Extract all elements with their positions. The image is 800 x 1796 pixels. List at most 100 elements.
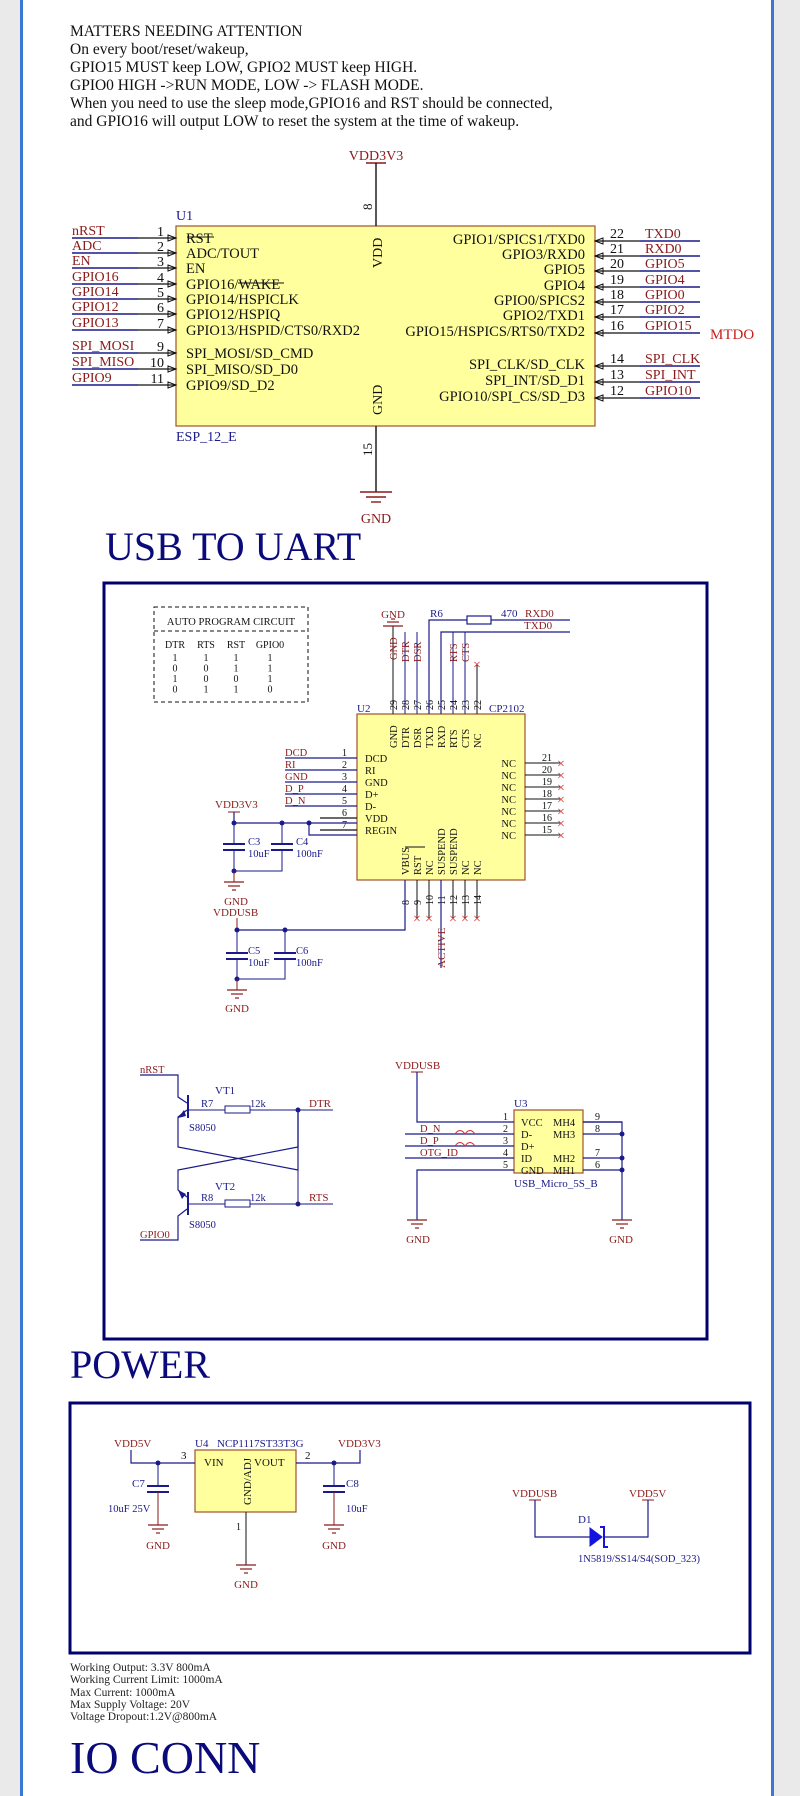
cp2102-bottom-pins: 8VBUS×9RST×10NC11SUSPEND×12SUSPEND×13NC×…: [401, 828, 484, 930]
note-line: and GPIO16 will output LOW to reset the …: [70, 113, 520, 130]
diode-cathode-net: VDD5V: [629, 1488, 666, 1500]
active-net: ACTIVE: [436, 927, 448, 968]
cp2102-bottom-pin-num: 12: [449, 895, 460, 905]
auto-program-cell: 1: [173, 653, 178, 664]
cp2102-right-pin-name: NC: [501, 807, 516, 818]
esp-left-pin-num: 4: [157, 271, 164, 286]
cp2102-top-pin-num: 28: [401, 700, 412, 710]
vt2-part: S8050: [189, 1220, 216, 1231]
esp-left-pin-name: GPIO12/HSPIQ: [186, 307, 281, 323]
capsusb-gnd: GND: [225, 1003, 249, 1015]
esp-right-pin-num: 14: [610, 352, 624, 367]
esp-part: ESP_12_E: [176, 430, 237, 445]
dtr-net: DTR: [309, 1098, 332, 1110]
cp2102-top-pin-num: 27: [413, 700, 424, 710]
r6-resistor: [466, 615, 492, 625]
usb-left-pin-name: D+: [521, 1142, 535, 1153]
c6-designator: C6: [296, 946, 308, 957]
cp2102-left-net: D_P: [285, 784, 304, 795]
esp-gnd-label: GND: [371, 385, 386, 415]
esp-right-net: RXD0: [645, 242, 682, 257]
ldo-vin: VIN: [204, 1457, 224, 1469]
r8-designator: R8: [201, 1193, 213, 1204]
c8-gnd: GND: [322, 1540, 346, 1552]
cp2102-bottom-pin-name: SUSPEND: [449, 828, 460, 875]
spec-line: Working Output: 3.3V 800mA: [70, 1662, 211, 1674]
esp-left-pin-num: 3: [157, 255, 164, 270]
no-connect-mark: ×: [557, 757, 565, 772]
usb-left-pin-name: D-: [521, 1130, 533, 1141]
note-line: GPIO0 HIGH ->RUN MODE, LOW -> FLASH MODE…: [70, 77, 424, 94]
esp-right-net: GPIO0: [645, 288, 685, 303]
esp-left-pin-num: 7: [157, 317, 164, 332]
spec-line: Working Current Limit: 1000mA: [70, 1674, 223, 1686]
usb-right-pin-num: 6: [595, 1160, 600, 1171]
cp2102-left-pin-num: 4: [342, 784, 347, 795]
esp-left-net: SPI_MISO: [72, 355, 134, 370]
auto-program-cell: 0: [204, 664, 209, 675]
auto-program-cell: 1: [204, 653, 209, 664]
cp2102-left-pin-num: 5: [342, 796, 347, 807]
cp2102-top-net: RTS: [449, 643, 460, 662]
c8-value: 10uF: [346, 1504, 368, 1515]
esp-left-net: GPIO14: [72, 285, 119, 300]
usb-left-pin-num: 3: [503, 1136, 508, 1147]
usb-right-pin-num: 8: [595, 1124, 600, 1135]
usb-left-pin-name: VCC: [521, 1118, 543, 1129]
caps3v3-net: VDD3V3: [215, 799, 258, 811]
power-frame: [68, 1401, 752, 1655]
esp-left-pin-name: GPIO16/WAKE: [186, 277, 280, 293]
note-line: When you need to use the sleep mode,GPIO…: [70, 95, 553, 112]
esp-right-pin-name: GPIO10/SPI_CS/SD_D3: [439, 389, 585, 405]
cp2102-top-pins: GND29GNDDTR28DTRDSR27DSR26TXD25RXDRTS24R…: [389, 626, 484, 748]
cp2102-left-pin-name: VDD: [365, 814, 388, 825]
auto-program-cell: 0: [173, 664, 178, 675]
auto-program-cell: 1: [268, 664, 273, 675]
esp-left-net: GPIO13: [72, 316, 119, 331]
esp-gnd-pin: 15: [360, 443, 375, 456]
esp-right-pin-num: 16: [610, 319, 624, 334]
auto-program-cell: 0: [204, 674, 209, 685]
usb-right-pin-num: 9: [595, 1112, 600, 1123]
cp2102-left-pin-num: 6: [342, 808, 347, 819]
esp-left-pin-num: 5: [157, 286, 164, 301]
cp2102-right-pin-name: NC: [501, 759, 516, 770]
cp2102-top-pin-num: 26: [425, 700, 436, 710]
cp2102-top-pin-num: 25: [437, 700, 448, 710]
c7-designator: C7: [132, 1478, 145, 1490]
auto-program-cell: 1: [268, 653, 273, 664]
usb-right-pin-name: MH2: [553, 1154, 575, 1165]
c3-value: 10uF: [248, 849, 270, 860]
esp-right-net: SPI_CLK: [645, 352, 700, 367]
auto-program-cell: 0: [268, 685, 273, 696]
usb-micro-connector: U3 USB_Micro_5S_B VDDUSB D_N D_P OTG_ID …: [395, 1060, 633, 1246]
rts-net: RTS: [309, 1192, 329, 1204]
esp-right-pin-num: 17: [610, 303, 624, 318]
cp2102-left-pin-name: GND: [365, 778, 388, 789]
esp-right-pin-name: GPIO5: [544, 262, 585, 278]
ldo-part: NCP1117ST33T3G: [217, 1438, 304, 1450]
no-connect-mark: ×: [449, 912, 457, 927]
cp2102-right-pin-num: 17: [542, 801, 552, 812]
no-connect-mark: ×: [557, 793, 565, 808]
auto-program-cell: 1: [204, 685, 209, 696]
esp-left-pin-name: ADC/TOUT: [186, 246, 259, 262]
cp2102-top-pin-name: DSR: [413, 728, 424, 748]
cp2102-top-pin-name: CTS: [461, 729, 472, 748]
c5-value: 10uF: [248, 958, 270, 969]
no-connect-mark: ×: [557, 805, 565, 820]
auto-program-header: DTR: [165, 640, 185, 651]
cp2102-bottom-pin-name: NC: [461, 860, 472, 875]
no-connect-mark: ×: [557, 781, 565, 796]
cp2102-designator: U2: [357, 703, 370, 715]
c7-value: 10uF 25V: [108, 1504, 151, 1515]
cp2102-top-net: DTR: [401, 641, 412, 662]
esp-left-pin-name: RST: [186, 231, 213, 247]
esp-left-pin-num: 10: [150, 356, 164, 371]
mtdo-label: MTDO: [710, 327, 754, 343]
decoupling-caps-usb: VDDUSB C5 10uF C6 100nF GND: [213, 880, 406, 1015]
